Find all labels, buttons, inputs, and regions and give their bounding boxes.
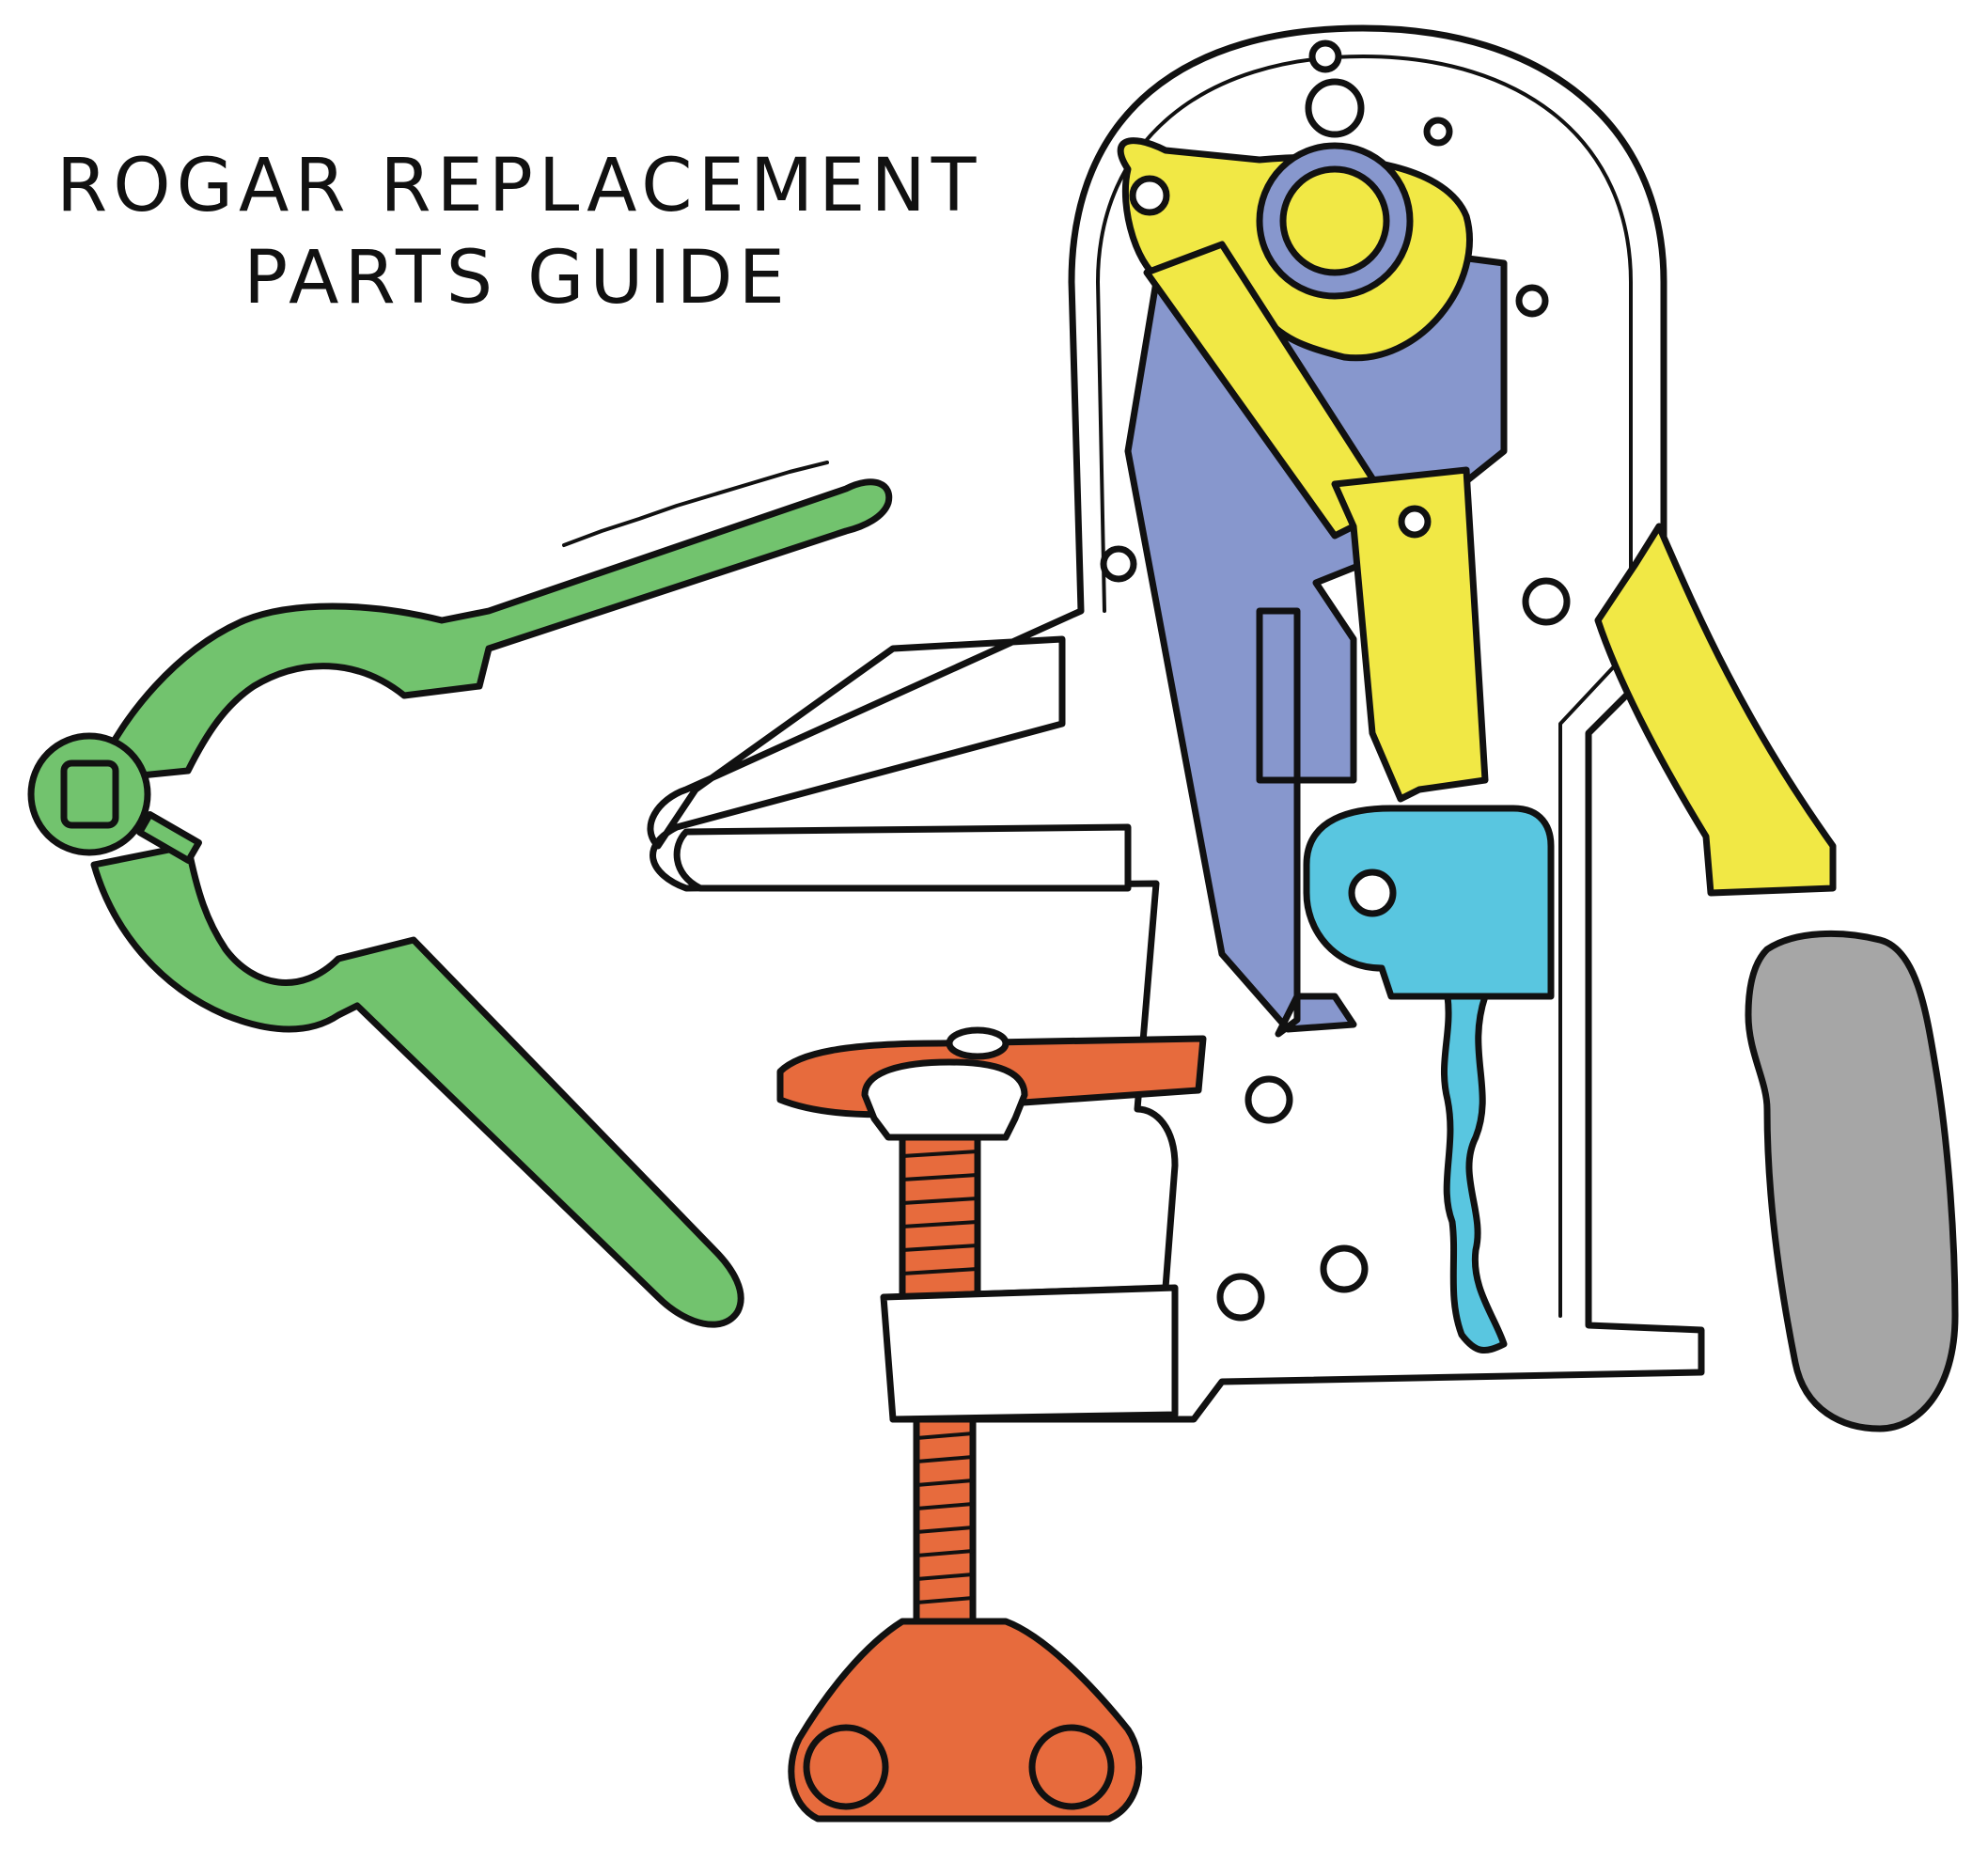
yellow-cam xyxy=(1283,169,1386,273)
blue-gear-hole xyxy=(1352,872,1393,914)
orange-screw-lower xyxy=(916,1419,973,1626)
green-lever xyxy=(31,462,889,1324)
knob-lobe-right xyxy=(1032,1728,1111,1807)
body-screw-5 xyxy=(1526,581,1567,622)
lever-lower-jaw xyxy=(94,846,741,1324)
body-screw-8 xyxy=(1323,1248,1365,1290)
body-arm-lower xyxy=(677,827,1128,888)
knob-lobe-left xyxy=(806,1728,885,1807)
body-screw-6 xyxy=(1248,1079,1290,1120)
yellow-pivot-hole xyxy=(1133,179,1166,212)
clamp-swivel-cap xyxy=(865,1062,1025,1137)
orange-clamp xyxy=(780,1030,1203,1819)
body-top-washer xyxy=(1308,82,1361,134)
body-screw-1 xyxy=(1312,43,1338,70)
yellow-handle-arm xyxy=(1598,526,1833,893)
clamp-swivel-ball xyxy=(949,1030,1006,1056)
yellow-rack-hole xyxy=(1401,509,1428,535)
lever-pivot-bolt xyxy=(64,763,116,825)
gray-handle-grip xyxy=(1748,933,1955,1429)
clamp-bracket xyxy=(884,1288,1175,1419)
body-screw-7 xyxy=(1220,1276,1261,1318)
body-screw-4 xyxy=(1104,549,1134,579)
body-screw-2 xyxy=(1427,120,1449,143)
body-screw-3 xyxy=(1519,288,1545,314)
